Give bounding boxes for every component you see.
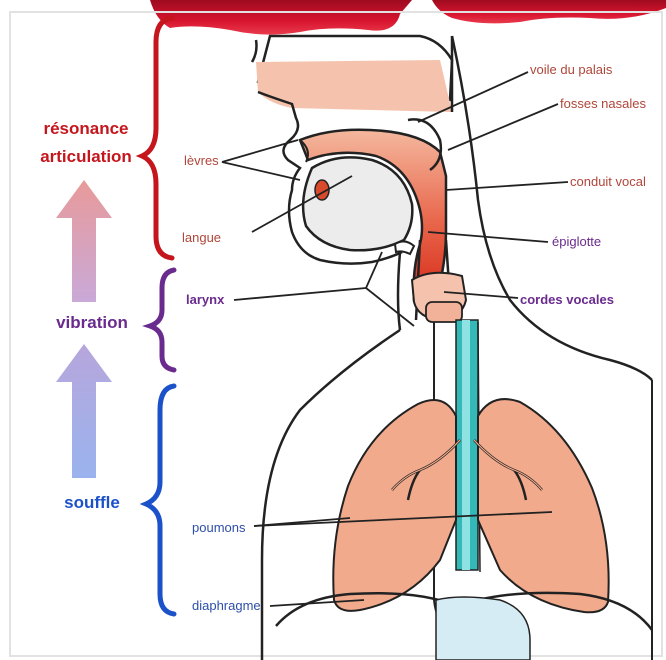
top-banner (150, 0, 666, 35)
stage-column: résonance articulation vibration souffle (40, 18, 174, 614)
label-epiglotte: épiglotte (552, 234, 601, 249)
arrow-up-bottom (56, 344, 112, 478)
label-poumons: poumons (192, 520, 246, 535)
stage-label-souffle: souffle (64, 493, 120, 512)
label-voile-du-palais: voile du palais (530, 62, 613, 77)
brace-souffle (146, 386, 174, 614)
stage-label-resonance: résonance (43, 119, 128, 138)
brace-vibration (150, 270, 174, 370)
label-larynx: larynx (186, 292, 225, 307)
label-levres: lèvres (184, 153, 219, 168)
label-conduit-vocal: conduit vocal (570, 174, 646, 189)
arrow-up-top (56, 180, 112, 302)
label-fosses-nasales: fosses nasales (560, 96, 646, 111)
anatomy-illustration (252, 36, 652, 660)
stage-label-vibration: vibration (56, 313, 128, 332)
label-cordes-vocales: cordes vocales (520, 292, 614, 307)
label-langue: langue (182, 230, 221, 245)
label-diaphragme: diaphragme (192, 598, 261, 613)
brace-resonance (142, 18, 172, 258)
stage-label-articulation: articulation (40, 147, 132, 166)
